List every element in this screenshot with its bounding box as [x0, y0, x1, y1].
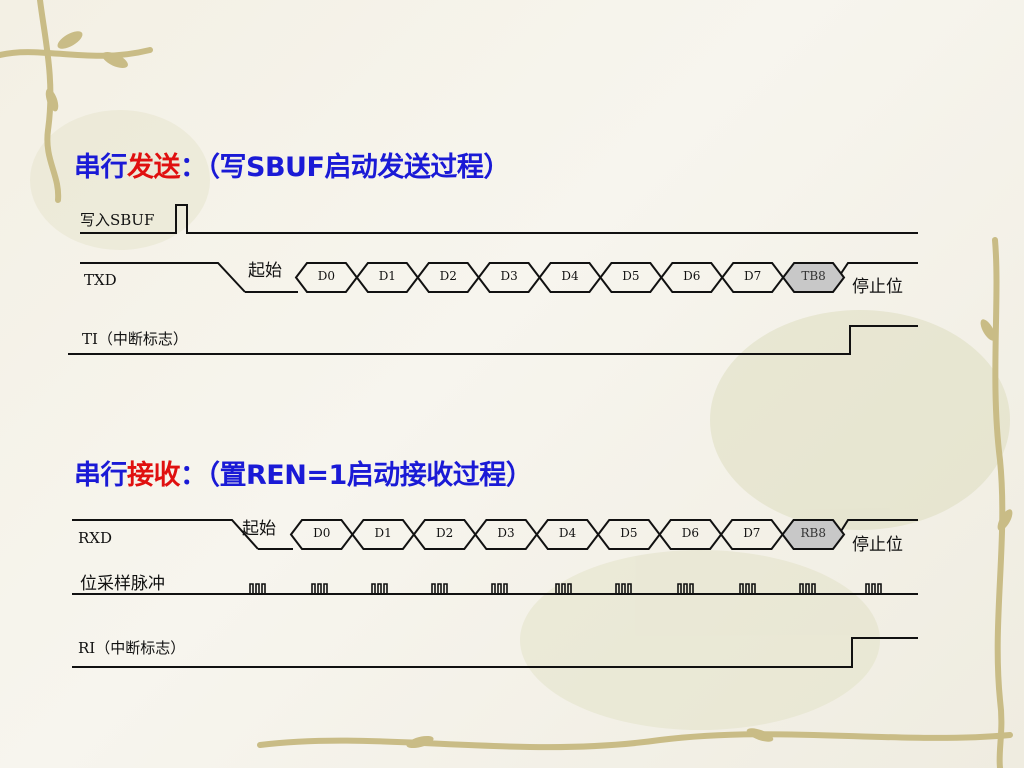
sample-pulse-group [677, 583, 694, 595]
txd-stop-label: 停止位 [852, 277, 903, 297]
sample-pulse-group [249, 583, 266, 595]
vine-stem [992, 237, 1006, 768]
bit-label: D5 [620, 525, 638, 540]
heading-rest: ：（写SBUF启动发送过程） [180, 152, 510, 183]
leaf-icon [102, 51, 128, 69]
blossom-blur [30, 110, 210, 250]
vine-stem [257, 731, 1013, 751]
ri-flag-label: RI（中断标志） [78, 639, 186, 657]
txd-bit-cells [294, 262, 846, 293]
vine-stem [37, 0, 62, 203]
transmit-heading: 串行发送：（写SBUF启动发送过程） [74, 145, 510, 184]
heading-key: 接收 [127, 460, 181, 491]
ti-flag-label: TI（中断标志） [82, 330, 188, 348]
bit-label: D6 [681, 525, 699, 540]
sample-pulse-group [311, 583, 328, 595]
sample-pulse-group [799, 583, 816, 595]
leaf-icon [980, 319, 996, 341]
bit-label: D4 [558, 525, 577, 540]
txd-label: TXD [84, 271, 117, 289]
rxd-label: RXD [78, 529, 112, 547]
sample-pulse-group [431, 583, 448, 595]
sample-pulse-label: 位采样脉冲 [80, 574, 165, 594]
bit-label: D6 [683, 268, 701, 283]
txd-idle-start [80, 262, 246, 293]
sample-pulse-group [371, 583, 388, 595]
bit-cell [781, 519, 846, 550]
leaf-icon [997, 509, 1013, 531]
bit-label: D7 [743, 525, 761, 540]
sample-pulse-train [249, 583, 882, 595]
bit-label: D1 [374, 525, 392, 540]
ri-flag-signal [72, 637, 918, 668]
bit-label: D1 [378, 268, 396, 283]
rxd-bit-cells [289, 519, 846, 550]
bit-label: TB8 [801, 268, 826, 283]
heading-prefix: 串行 [74, 460, 128, 491]
sample-pulse-group [739, 583, 756, 595]
sample-pulse-group [865, 583, 882, 595]
bit-label: D2 [435, 525, 454, 540]
heading-prefix: 串行 [74, 152, 128, 183]
heading-rest: ：（置REN=1启动接收过程） [180, 460, 533, 491]
bit-label: RB8 [800, 525, 827, 540]
bit-label: D0 [313, 525, 331, 540]
bit-label: D2 [439, 268, 457, 283]
leaf-icon [45, 88, 59, 112]
receive-heading: 串行接收：（置REN=1启动接收过程） [74, 453, 533, 492]
bit-label: D5 [622, 268, 640, 283]
bit-label: D3 [500, 268, 518, 283]
leaf-icon [746, 728, 774, 742]
heading-key: 发送 [127, 152, 181, 183]
bit-label: D4 [561, 268, 579, 283]
rxd-start-label: 起始 [242, 519, 276, 539]
bit-label: D0 [317, 268, 336, 283]
leaf-icon [406, 735, 434, 749]
sample-pulse-group [491, 583, 508, 595]
sample-pulse-group [555, 583, 572, 595]
vine-stem [0, 47, 153, 59]
sample-pulse-group [615, 583, 632, 595]
write-sbuf-signal [80, 204, 918, 234]
bit-label: D3 [497, 525, 515, 540]
rxd-idle-start [72, 519, 259, 550]
ti-flag-signal [68, 325, 918, 355]
bit-label: D7 [744, 268, 762, 283]
rxd-stop-label: 停止位 [852, 535, 903, 555]
write-sbuf-label: 写入SBUF [80, 211, 155, 229]
blossom-blur [710, 310, 1010, 530]
leaf-icon [57, 31, 83, 49]
txd-start-label: 起始 [248, 261, 282, 281]
bit-cell [781, 262, 846, 293]
